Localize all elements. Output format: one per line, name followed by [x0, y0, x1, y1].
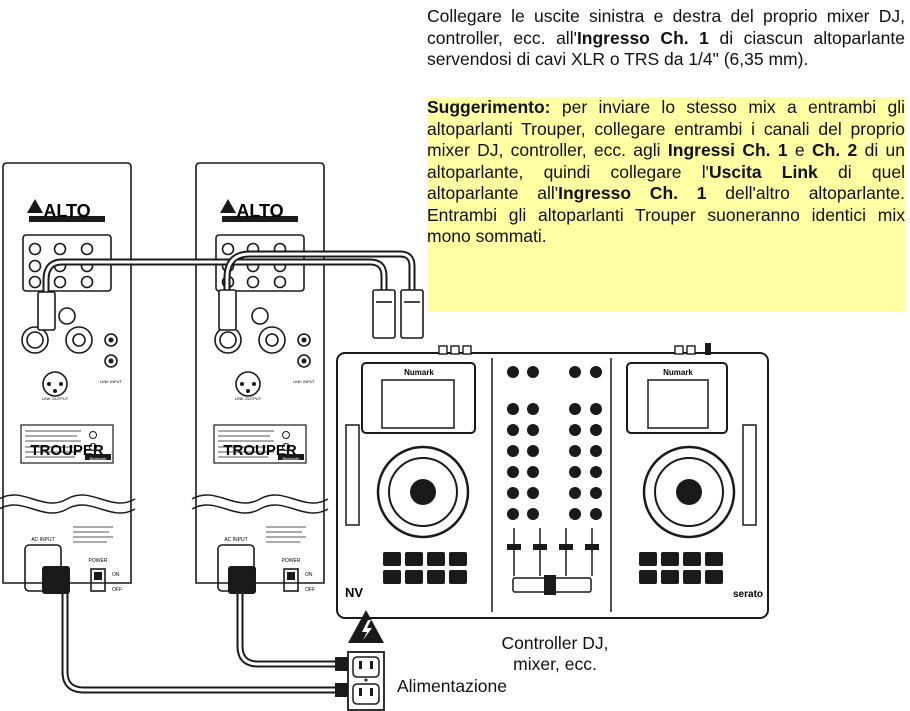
- speaker-left-ac-label: AC INPUT: [31, 537, 54, 543]
- speaker-left-bluetooth: Bluetooth: [90, 456, 107, 461]
- power-caption: Alimentazione: [397, 676, 507, 696]
- speaker-left-link-output: LINK OUTPUT: [42, 396, 69, 401]
- tip-text-2: e: [787, 140, 812, 160]
- speaker-right-model: TROUPER: [223, 442, 297, 459]
- intro-bold-ch1: Ingresso Ch. 1: [576, 27, 709, 48]
- speaker-right-brand: ALTO: [236, 201, 283, 221]
- speaker-right-on-label: ON: [305, 572, 313, 578]
- xlr-cables: [42, 250, 416, 299]
- speaker-right-link-output: LINK OUTPUT: [235, 396, 262, 401]
- speaker-left-model: TROUPER: [30, 442, 104, 459]
- tip-text-3: di un altoparlante, quindi collegare l': [427, 140, 906, 182]
- controller-software-logo: serato: [733, 589, 763, 600]
- tip-highlight: [427, 97, 905, 311]
- intro-paragraph: Collegare le uscite sinistra e destra de…: [427, 6, 905, 71]
- speaker-right-link-input: LINK INPUT: [293, 379, 316, 384]
- tip-bold-1: Ingressi Ch. 1: [667, 140, 788, 160]
- ac-plugs: [42, 566, 349, 697]
- speaker-right-ac-label: AC INPUT: [224, 537, 247, 543]
- speaker-right-off-label: OFF: [305, 587, 315, 593]
- speaker-left-brand: ALTO: [43, 201, 90, 221]
- wall-outlet: [347, 651, 385, 711]
- intro-text-1: Collegare le uscite sinistra e destra de…: [427, 6, 905, 48]
- dj-controller: [336, 343, 769, 619]
- controller-caption-line2: mixer, ecc.: [513, 654, 597, 674]
- tip-bold-3: Uscita Link: [709, 161, 818, 182]
- power-cables: [61, 584, 344, 694]
- electric-hazard-icon: [348, 610, 384, 643]
- speaker-right-bluetooth: Bluetooth: [283, 456, 300, 461]
- speaker-right-power-label: POWER: [282, 558, 301, 564]
- tip-bold-4: Ingresso Ch. 1: [558, 183, 707, 203]
- speaker-left-subbrand: PROFESSIONAL: [48, 224, 87, 230]
- tip-bold-2: Ch. 2: [812, 140, 858, 160]
- controller-brand-left: Numark: [404, 368, 434, 377]
- speaker-left-on-label: ON: [112, 572, 120, 578]
- controller-caption: Controller DJ, mixer, ecc.: [470, 633, 640, 675]
- speaker-left-power-label: POWER: [89, 558, 108, 564]
- xlr-plugs: [37, 289, 424, 339]
- tip-text-1: per inviare lo stesso mix a entrambi gli…: [427, 97, 905, 160]
- intro-text-2: di ciascun altoparlante servendosi di ca…: [427, 27, 906, 70]
- controller-brand-right: Numark: [663, 368, 693, 377]
- controller-caption-line1: Controller DJ,: [501, 633, 609, 653]
- tip-paragraph: Suggerimento: per inviare lo stesso mix …: [427, 97, 905, 248]
- speaker-right-subbrand: PROFESSIONAL: [241, 224, 280, 230]
- tip-text-4: di quel altoparlante all': [427, 161, 905, 204]
- controller-logo: NV: [345, 585, 363, 600]
- speaker-left-off-label: OFF: [112, 587, 122, 593]
- tip-label: Suggerimento:: [427, 97, 551, 117]
- speaker-left-link-input: LINK INPUT: [100, 379, 123, 384]
- tip-text-5: dell'altro altoparlante. Entrambi gli al…: [427, 183, 906, 246]
